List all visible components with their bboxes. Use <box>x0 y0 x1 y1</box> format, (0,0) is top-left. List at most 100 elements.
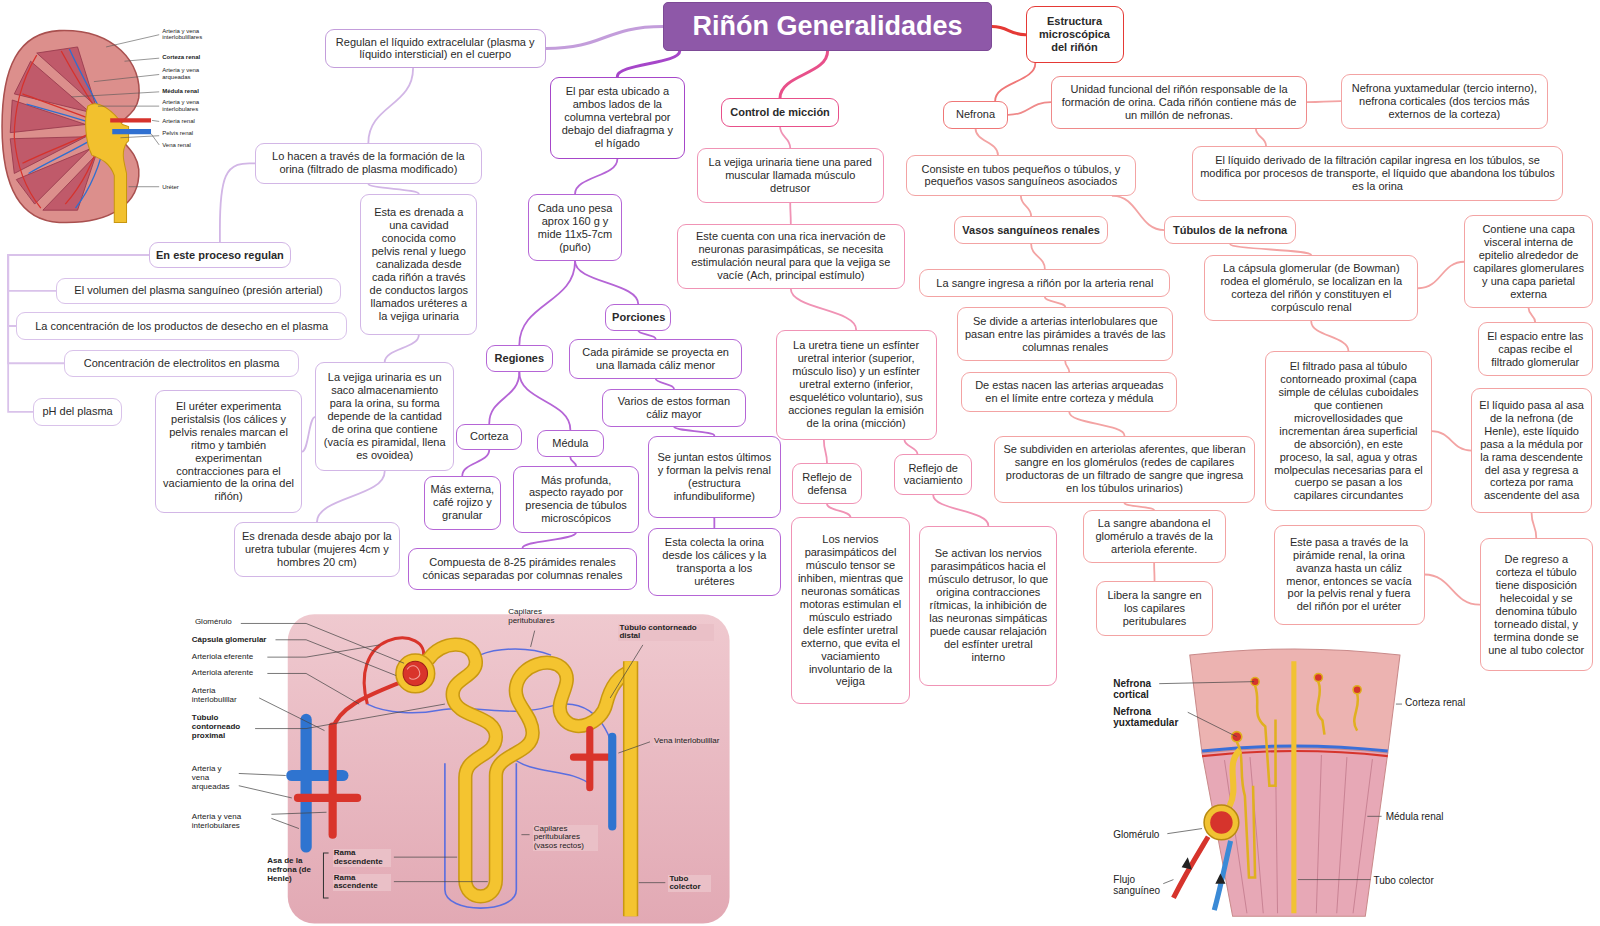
topic-box: Reflejo de vaciamiento <box>894 454 973 495</box>
node-text: El volumen del plasma sanguíneo (presión… <box>63 284 334 297</box>
connector-line <box>1425 575 1480 605</box>
vasa-recta <box>445 763 516 908</box>
node-text: La cápsula glomerular (de Bowman) rodea … <box>1211 262 1411 314</box>
node-text: La uretra tiene un esfínter uretral inte… <box>783 339 930 430</box>
node-text: Médula <box>544 437 597 450</box>
node-text: Esta es drenada a una cavidad conocida c… <box>367 206 470 323</box>
connector-line <box>1113 196 1165 230</box>
connector-line <box>674 427 714 436</box>
kidney-cortex <box>2 31 139 223</box>
heading-box: Túbulos de la nefrona <box>1164 216 1296 244</box>
node-text: Control de micción <box>728 106 831 119</box>
node-text: Más profunda, aspecto rayado por presenc… <box>520 474 632 526</box>
topic-box: Los nervios parasimpáticos del músculo t… <box>791 517 910 704</box>
connector-line <box>1153 563 1155 580</box>
figure-label: Corteza renal <box>1405 697 1465 708</box>
connector-line <box>1418 262 1464 289</box>
topic-box: Contiene una capa visceral interna de ep… <box>1464 215 1593 308</box>
node-text: Lo hacen a través de la formación de la … <box>262 150 475 176</box>
connector-line <box>617 51 679 77</box>
node-text: Se activan los nervios parasimpáticos ha… <box>926 547 1050 664</box>
connector-line <box>656 379 674 389</box>
node-text: Esta colecta la orina desde los cálices … <box>655 536 774 588</box>
connector-line <box>317 471 385 522</box>
node-text: La vejiga urinaria es un saco almacenami… <box>322 371 447 462</box>
figure-label: Vena renal <box>162 142 191 149</box>
connector-line <box>992 27 1026 35</box>
node-text: El líquido pasa al asa de la nefrona (de… <box>1478 399 1584 503</box>
collecting-duct <box>1291 661 1296 913</box>
node-text: Reflejo de vaciamiento <box>901 462 966 488</box>
connector-line <box>575 159 617 194</box>
tissue-ground <box>288 614 730 923</box>
connector-line <box>1031 244 1045 269</box>
leader-line <box>239 623 666 882</box>
topic-box: Este pasa a través de la pirámide renal,… <box>1274 525 1425 625</box>
connector-line <box>220 163 255 242</box>
connector-line <box>713 518 715 527</box>
connector-group <box>8 27 1536 605</box>
connector-line <box>302 417 315 452</box>
connector-line <box>522 533 576 548</box>
connector-line <box>489 372 519 423</box>
figure-label: Túbulo contorneado distal <box>618 624 714 642</box>
node-text: El espacio entre las capas recibe el fil… <box>1485 330 1586 369</box>
node-text: El uréter experimenta peristalsis (los c… <box>162 400 295 504</box>
connector-line <box>1532 513 1537 538</box>
connector-line <box>791 289 856 330</box>
figure-label: Arteria y vena arqueadas <box>162 67 218 80</box>
node-text: Estructura microscópica del riñón <box>1033 15 1117 54</box>
topic-box: El espacio entre las capas recibe el fil… <box>1478 322 1593 376</box>
node-text: De estas nacen las arterias arqueadas en… <box>968 379 1170 405</box>
connector-line <box>933 495 988 526</box>
topic-box: Cada uno pesa aprox 160 g y mide 11x5-7c… <box>528 194 623 261</box>
interlobular-vein <box>301 719 312 847</box>
topic-box: De regreso a corteza el túbulo tiene dis… <box>1480 538 1593 672</box>
small-glomerulus <box>1353 686 1361 694</box>
figure-label: Capilares peritubulares <box>508 608 569 626</box>
node-text: Los nervios parasimpáticos del músculo t… <box>798 533 903 689</box>
node-text: Se divide a arterias interlobulares que … <box>964 315 1166 354</box>
heading-box: Porciones <box>605 304 671 331</box>
figure-label: Capilares peritubulares (vasos rectos) <box>533 825 598 852</box>
renal-pyramid <box>10 100 86 133</box>
leader-line <box>1159 682 1402 884</box>
connector-line <box>546 27 663 49</box>
topic-box: Más externa, café rojizo y granular <box>424 476 502 530</box>
topic-box: Es drenada desde abajo por la uretra tub… <box>234 522 400 577</box>
node-text: El par esta ubicado a ambos lados de la … <box>557 85 678 150</box>
leader-line <box>71 35 159 187</box>
heading-box: En este proceso regulan <box>149 242 291 269</box>
figure-label: Arteria y vena interlobulares <box>192 813 269 831</box>
connector-line <box>827 504 851 517</box>
node-text: Reflejo de defensa <box>799 471 855 497</box>
topic-box: El par esta ubicado a ambos lados de la … <box>550 77 685 160</box>
node-text: Se subdividen en arteriolas aferentes, q… <box>1001 443 1248 495</box>
heading-box: Estructura microscópica del riñón <box>1026 6 1124 63</box>
topic-box: Nefrona yuxtamedular (tercio interno), n… <box>1341 74 1548 129</box>
topic-box: La uretra tiene un esfínter uretral inte… <box>776 330 937 440</box>
node-text: Contiene una capa visceral interna de ep… <box>1471 223 1586 301</box>
node-text: La vejiga urinaria tiene una pared muscu… <box>704 156 877 195</box>
node-text: Nefrona yuxtamedular (tercio interno), n… <box>1348 82 1541 121</box>
connector-line <box>1021 196 1031 216</box>
renal-vein <box>112 129 151 134</box>
topic-box: Cada pirámide se proyecta en una llamada… <box>569 339 741 379</box>
node-text: Regiones <box>493 352 546 365</box>
connector-line <box>1008 102 1051 115</box>
connector-line <box>1432 431 1472 450</box>
topic-box: El líquido pasa al asa de la nefrona (de… <box>1471 388 1591 514</box>
cortical-tubule <box>1237 682 1358 878</box>
topic-box: Unidad funcional del riñón responsable d… <box>1051 76 1307 129</box>
node-text: Túbulos de la nefrona <box>1171 224 1289 237</box>
connector-line <box>570 457 576 466</box>
topic-box: Lo hacen a través de la formación de la … <box>255 143 482 184</box>
arcuate-artery <box>14 55 41 208</box>
figure-label: Arteria renal <box>162 118 195 125</box>
node-text: Varios de estos forman cáliz mayor <box>609 395 739 421</box>
connector-line <box>368 184 418 194</box>
node-text: Cada pirámide se proyecta en una llamada… <box>576 346 734 372</box>
node-text: Más externa, café rojizo y granular <box>431 483 495 522</box>
connector-line <box>368 68 413 143</box>
flow-arrow <box>1182 857 1226 884</box>
